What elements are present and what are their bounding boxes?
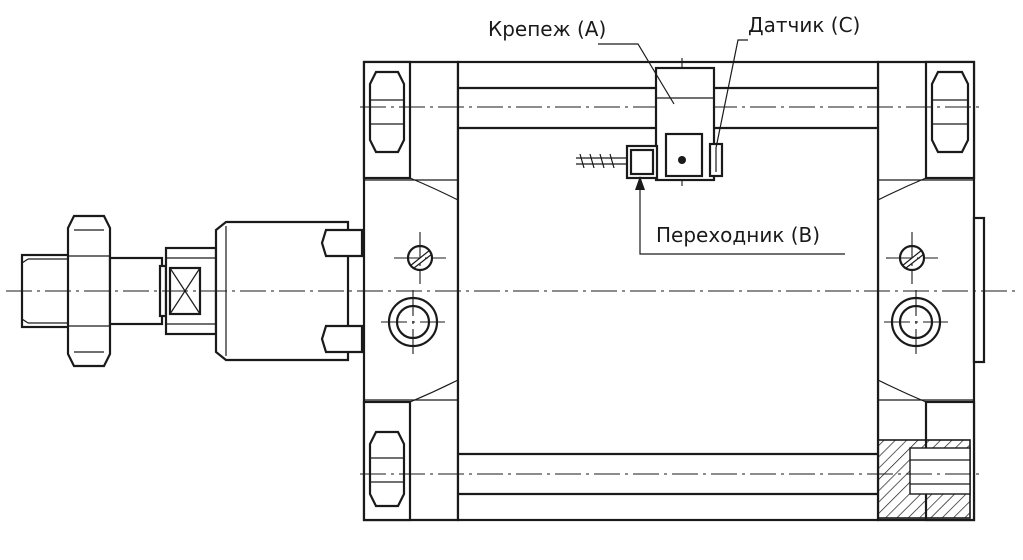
sensor-cable (576, 153, 627, 169)
adapter-label: Переходник (В) (656, 223, 820, 247)
sensor-body (708, 142, 724, 178)
leader-lines (598, 39, 845, 255)
mount-label: Крепеж (А) (488, 17, 606, 41)
sectioned-tie-rod-hole (877, 439, 971, 519)
sensor-mount-bracket (654, 66, 716, 182)
sensor-label: Датчик (С) (748, 13, 860, 37)
sensor-adapter (625, 144, 659, 180)
